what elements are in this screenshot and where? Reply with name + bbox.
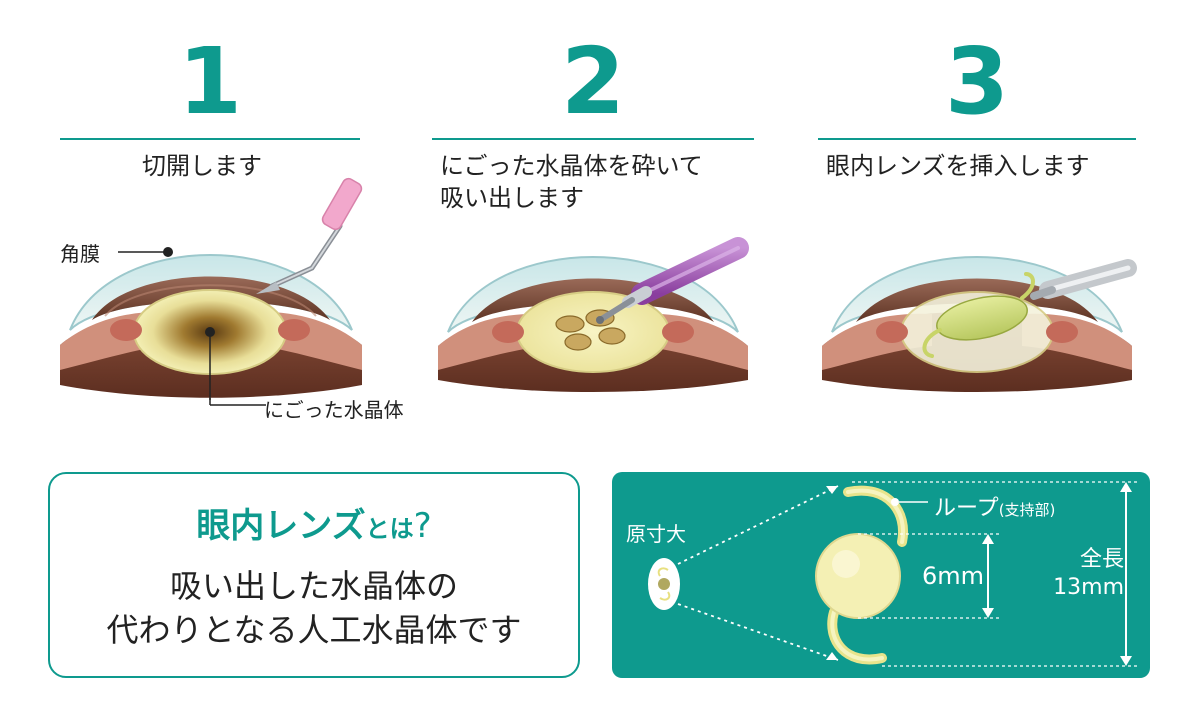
step-title-line: 眼内レンズを挿入します (826, 152, 1090, 180)
step-divider (60, 138, 360, 140)
scalpel-icon (256, 177, 363, 294)
info-body-line: 吸い出した水晶体の (169, 567, 458, 605)
info-title-main: 眼内レンズ (196, 506, 366, 546)
eye-illustration-iol-insertion (822, 256, 1137, 392)
step-title-line: にごった水晶体を砕いて (440, 152, 703, 180)
optic (815, 533, 901, 619)
total-length-label: 全長 13mm (1036, 546, 1124, 602)
step-number: 1 (177, 28, 242, 135)
step-title: 切開します (142, 150, 262, 182)
info-body: 吸い出した水晶体の 代わりとなる人工水晶体です (50, 564, 578, 652)
loop-label-sub: (支持部) (998, 501, 1056, 519)
step-divider (432, 138, 754, 140)
step-title: にごった水晶体を砕いて 吸い出します (440, 150, 703, 214)
question-mark-icon: ? (413, 506, 432, 546)
step-divider (818, 138, 1136, 140)
phaco-probe-icon (596, 237, 749, 324)
step-number: 2 (560, 28, 625, 135)
injector-icon (1030, 259, 1137, 300)
total-length-value: 13mm (1053, 575, 1124, 600)
step-title: 眼内レンズを挿入します (826, 150, 1090, 182)
step-title-line: 吸い出します (440, 184, 584, 212)
step-number: 3 (944, 28, 1009, 135)
leader-line (209, 398, 266, 406)
loop-label: ループ(支持部) (934, 490, 1055, 522)
cloudy-lens-label: にごった水晶体 (264, 398, 404, 422)
optic-diameter-label: 6mm (922, 562, 985, 590)
cornea-label: 角膜 (60, 242, 100, 266)
intraocular-lens (922, 272, 1035, 358)
actual-size-label: 原寸大 (626, 522, 686, 546)
loop-label-main: ループ (934, 496, 999, 521)
iol-info-box: 眼内レンズとは? 吸い出した水晶体の 代わりとなる人工水晶体です (48, 472, 580, 678)
info-title-particle: とは (365, 515, 414, 543)
iol-dimension-diagram (612, 472, 1150, 678)
step-title-line: 切開します (142, 152, 262, 180)
total-length-title: 全長 (1079, 547, 1124, 572)
eye-illustration-incision (60, 177, 363, 400)
info-body-line: 代わりとなる人工水晶体です (106, 611, 522, 649)
info-title: 眼内レンズとは? (50, 498, 578, 547)
eye-illustration-phaco (438, 237, 749, 392)
